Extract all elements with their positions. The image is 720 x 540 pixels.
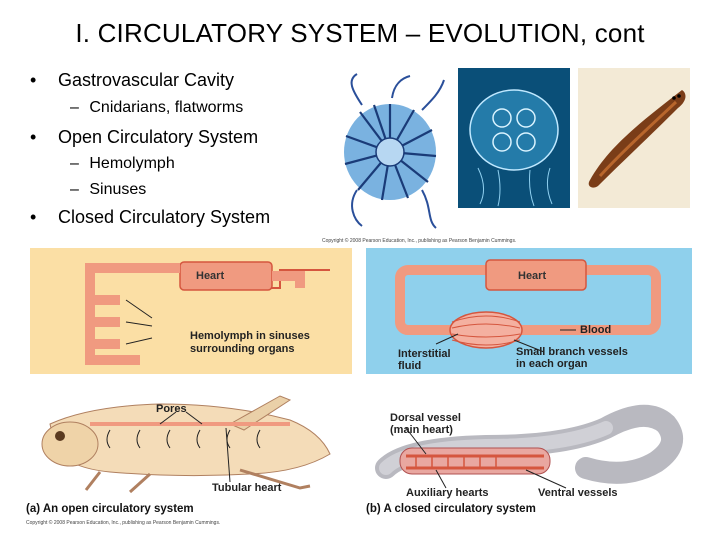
closed-heart-label: Heart <box>518 270 547 282</box>
dorsal-vessel-label-2: (main heart) <box>390 424 453 436</box>
tubular-heart-label: Tubular heart <box>212 482 282 494</box>
interstitial-label-2: fluid <box>398 360 422 372</box>
ventral-vessels-label: Ventral vessels <box>538 487 618 499</box>
auxiliary-hearts-label: Auxiliary hearts <box>406 487 489 499</box>
sub-bullet-hemolymph: – Hemolymph <box>70 155 175 172</box>
interstitial-label-1: Interstitial <box>398 348 451 360</box>
closed-system-caption: (b) A closed circulatory system <box>366 503 536 515</box>
copyright-bottom: Copyright © 2008 Pearson Education, Inc.… <box>26 520 221 526</box>
moon-jelly-photo <box>458 68 570 208</box>
copyright-top: Copyright © 2008 Pearson Education, Inc.… <box>322 238 517 244</box>
open-system-diagram: Heart Hemolymph in sinuses surrounding o… <box>30 248 352 374</box>
hemolymph-label-1: Hemolymph in sinuses <box>190 330 310 342</box>
flatworm-photo <box>578 68 690 208</box>
hemolymph-label-2: surrounding organs <box>190 343 295 355</box>
branch-label-1: Small branch vessels <box>516 346 628 358</box>
dorsal-vessel-label-1: Dorsal vessel <box>390 412 461 424</box>
closed-system-diagram: Heart Blood Interstitial fluid Small bra… <box>366 248 692 374</box>
sub-bullet-cnidarians: – Cnidarians, flatworms <box>70 99 244 116</box>
pores-label: Pores <box>156 403 187 415</box>
open-system-caption: (a) An open circulatory system <box>26 503 194 515</box>
slide-title: I. CIRCULATORY SYSTEM – EVOLUTION, cont <box>75 18 645 48</box>
jellyfish-illustration <box>332 70 450 230</box>
blood-label: Blood <box>580 324 612 336</box>
branch-label-2: in each organ <box>516 358 588 370</box>
sub-bullet-sinuses: – Sinuses <box>70 181 147 198</box>
grasshopper-illustration <box>41 395 331 494</box>
open-heart-label: Heart <box>196 270 225 282</box>
earthworm-illustration <box>375 404 684 489</box>
